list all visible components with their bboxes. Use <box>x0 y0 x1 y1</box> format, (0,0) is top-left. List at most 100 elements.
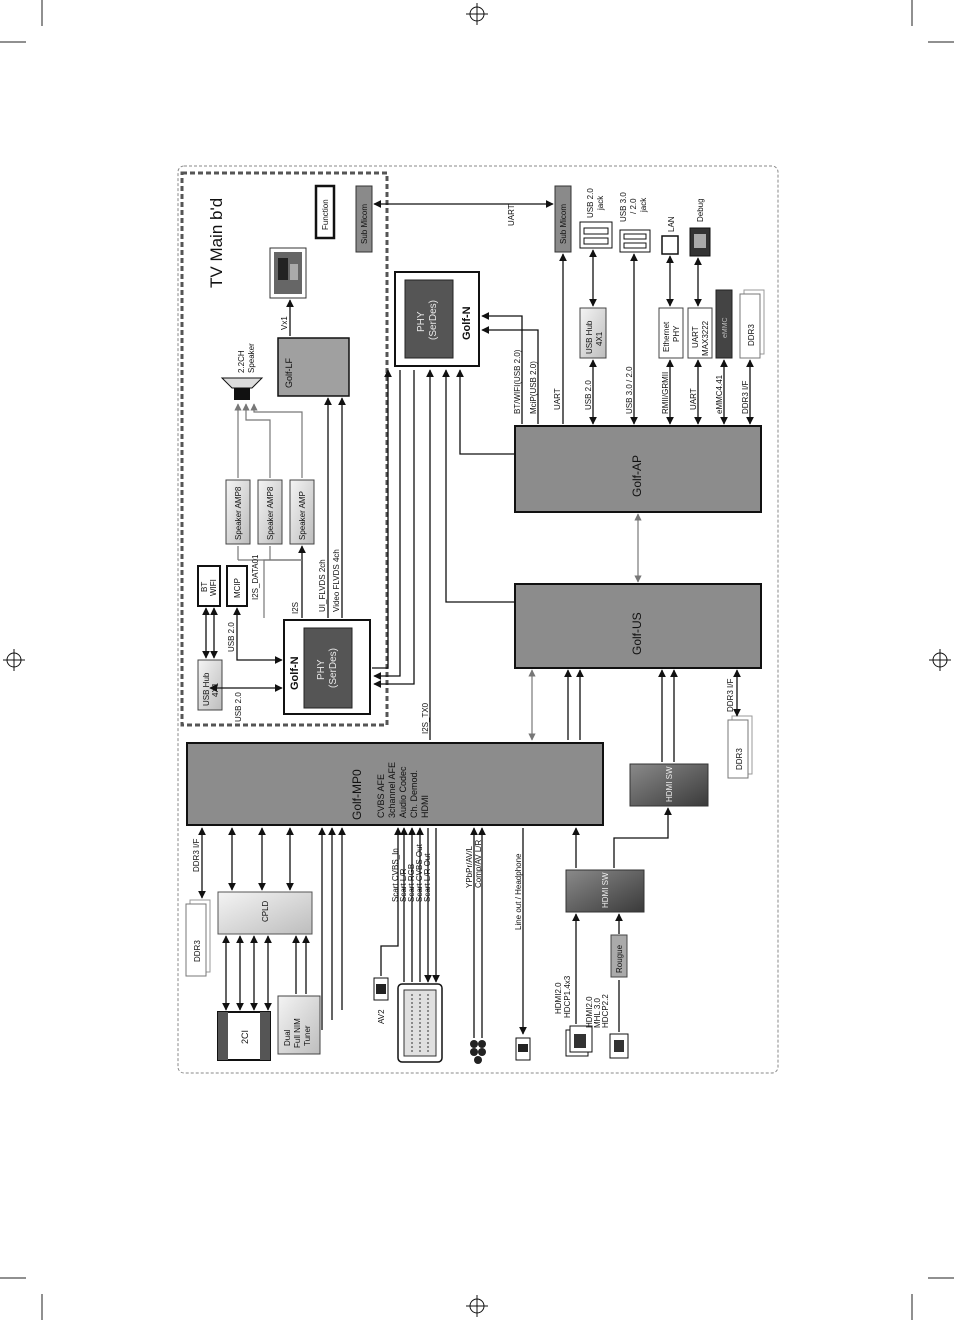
hdmi-in-2-sublabel-2: HDCP2.2 <box>601 994 610 1028</box>
signal-labels: Scart CVBS_In Scart L/R Scart RGB Scart … <box>227 204 750 1028</box>
hdmi-in-2-label: HDMI2.0 <box>585 996 594 1028</box>
ethernet-phy-chip <box>658 307 684 359</box>
ddr3-right <box>739 293 761 359</box>
registration-mark-left <box>3 649 25 671</box>
component-rca-jacks-icon <box>470 1040 486 1064</box>
link-av2 <box>380 827 402 976</box>
usb-hub-left-label: USB Hub <box>202 672 211 706</box>
ci-label: 2CI <box>240 1030 250 1044</box>
ci-slot-icon <box>217 1011 271 1061</box>
bt-wifi-usb-label: BT/WIFI(USB 2.0) <box>513 349 522 414</box>
emmc-label: eMMC4.41 <box>715 374 724 414</box>
golf-lf-chip <box>277 337 350 397</box>
speaker-amp-1-label: Speaker AMP8 <box>234 486 243 540</box>
ethernet-phy-label: Ethernet <box>662 321 671 352</box>
ddr3-mp0 <box>185 903 207 977</box>
tv-main-board-frame <box>180 171 389 727</box>
link-ap-golfn <box>456 369 515 455</box>
headphone-jack-icon <box>515 1037 531 1061</box>
usb20-label-a: USB 2.0 <box>234 692 243 722</box>
ddr3-mp0-label: DDR3 <box>193 940 202 962</box>
mp0-feature: CVBS AFE <box>376 774 386 818</box>
ethernet-phy-sublabel: PHY <box>672 325 681 342</box>
emmc-chip-label: eMMC <box>722 317 729 338</box>
mp0-feature-list: CVBS AFE 3channel AFE Audio Codec Ch. De… <box>376 762 430 818</box>
scart-signal-label: Scart RGB <box>407 864 416 902</box>
golf-us-chip <box>514 583 762 669</box>
ui-flvds-label: UI_FLVDS 2ch <box>318 559 327 612</box>
function-key-block <box>314 184 336 240</box>
uart-max3222-chip <box>687 307 713 359</box>
hdmi-in-2-sublabel-1: MHL 3.0 <box>593 998 602 1028</box>
registration-mark-bottom <box>466 1295 488 1317</box>
scart-signal-label: Scart L/R Out <box>423 853 432 902</box>
usb-hub-left-sublabel: 4X1 <box>211 682 220 697</box>
ypbpr-sublabel: Comp/AV L/R <box>474 839 483 888</box>
hdmi-in-1-sublabel: HDCP1.4x3 <box>563 975 572 1018</box>
phy-left-label: PHY <box>316 659 327 680</box>
hdmi-switch-right <box>629 763 709 807</box>
display-panel-image <box>269 247 307 299</box>
usb30-jack-icon <box>619 229 651 253</box>
uart-mid-label: UART <box>553 388 562 410</box>
golf-ap-chip <box>514 425 762 513</box>
link-serdes-3 <box>373 370 415 688</box>
ddr3-us-label: DDR3 <box>735 748 744 770</box>
link-mcip-golfn <box>233 607 283 664</box>
link-serdes-2 <box>373 370 401 680</box>
usb30-jack-label-2: / 2.0 <box>629 198 638 214</box>
golf-mp0-label: Golf-MP0 <box>350 769 364 820</box>
golf-ap-label: Golf-AP <box>630 455 644 497</box>
link-amp2-speaker <box>242 403 271 478</box>
mcip-label: MCIP <box>233 578 242 598</box>
registration-mark-right <box>929 649 951 671</box>
link-us-golfn <box>442 369 515 603</box>
lan-label: LAN <box>667 216 676 232</box>
uart-max3222-label: UART <box>691 326 700 348</box>
video-flvds-label: Video FLVDS 4ch <box>332 549 341 612</box>
rmii-label: RMII/GRMII <box>661 372 670 414</box>
sub-micom-right-label: Sub Micom <box>559 204 568 244</box>
uart-max3222-sublabel: MAX3222 <box>701 320 710 356</box>
phy-right-label: PHY <box>416 311 427 332</box>
golf-us-label: Golf-US <box>630 612 644 655</box>
usb30-jack-label-3: jack <box>639 197 648 213</box>
speaker-amp-2 <box>257 479 283 545</box>
usb20-label-b: USB 2.0 <box>227 622 236 652</box>
board-title: TV Main b'd <box>207 198 226 288</box>
speaker-sublabel: Speaker <box>247 343 256 373</box>
hdmi-switch-left-label: HDMI SW <box>601 872 610 908</box>
speaker-amp-2-label: Speaker AMP8 <box>266 486 275 540</box>
scart-signal-label: Scart CVBS_In <box>391 848 400 902</box>
tuner-label-2: Full NIM <box>293 1018 302 1048</box>
ddr3-if-left-label: DDR3 I/F <box>192 839 201 872</box>
speaker-icon <box>220 377 264 400</box>
debug-label: Debug <box>696 198 705 222</box>
lineout-label: Line out / Headphone <box>514 853 523 930</box>
av2-label: AV2 <box>377 1009 386 1024</box>
grey-lines <box>234 403 642 741</box>
cpld-chip <box>217 891 313 935</box>
hdmi-connector-icon <box>565 1025 593 1057</box>
tuner-block <box>277 995 321 1055</box>
mp0-feature: 3channel AFE <box>387 762 397 818</box>
phy-serdes-left <box>303 627 353 709</box>
i2s-data01-label: I2S_DATA01 <box>251 554 260 600</box>
scart-connector-icon <box>397 983 443 1063</box>
uart-ap-label: UART <box>689 388 698 410</box>
usb20-ap-label: USB 2.0 <box>584 380 593 410</box>
mp0-feature: Audio Codec <box>398 766 408 818</box>
link-ap-mcip <box>481 326 539 424</box>
mcip-module <box>226 565 248 607</box>
debug-connector-icon <box>689 227 711 257</box>
hdmi-switch-right-label: HDMI SW <box>665 766 674 802</box>
rougue-label: Rougue <box>615 944 624 973</box>
function-label: Function <box>321 199 330 230</box>
phy-left-sublabel: (SerDes) <box>328 648 339 688</box>
ddr3-if-right-label: DDR3 I/F <box>741 381 750 414</box>
usb30-jack-label-1: USB 3.0 <box>619 192 628 222</box>
usb-hub-right <box>579 307 607 359</box>
speaker-amp-3 <box>289 479 315 545</box>
vx1-label: Vx1 <box>280 316 289 330</box>
